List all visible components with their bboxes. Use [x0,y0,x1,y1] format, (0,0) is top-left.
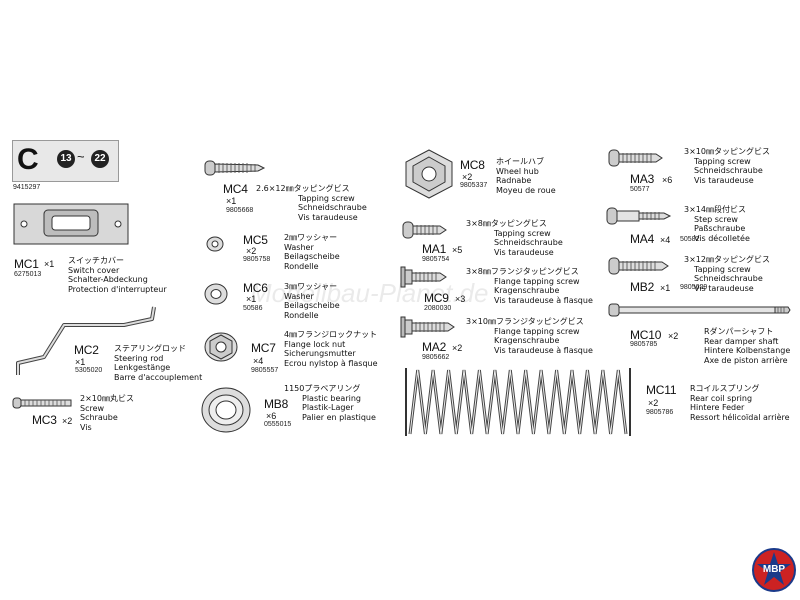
part-qty-ma3: ×6 [662,175,673,185]
step-from-badge: 13 [57,150,75,168]
step-to-badge: 22 [91,150,109,168]
logo-text: MBP [762,564,786,575]
screw-ma3-drawing [608,149,663,167]
wheel-hub-mc8-drawing [405,149,453,199]
part-number-mc11: 9805786 [646,409,674,416]
part-qty-mc9: ×3 [455,294,466,304]
part-number-mc9: 2080030 [424,305,452,312]
part-code-mc4: MC4 [223,182,248,196]
part-number-ma4: 50582 [680,236,700,243]
bag-code: 9415297 [13,184,41,191]
part-code-ma4: MA4 [630,232,655,246]
part-qty-mb8: ×6 [266,411,277,421]
washer-mc6-drawing [204,283,228,305]
part-number-mc4: 9805668 [226,207,254,214]
step-header: C 13 ~ 22 [12,140,119,182]
part-number-mc1: 6275013 [14,271,42,278]
washer-mc5-drawing [206,236,224,252]
flange-screw-ma2-drawing [400,316,455,338]
part-code-mc3: MC3 [32,413,57,427]
part-code-ma3: MA3 [630,172,655,186]
part-number-mb2: 9805629 [680,284,708,291]
part-qty-mc8: ×2 [462,172,473,182]
part-code-mc2: MC2 [74,343,99,357]
part-qty-mb2: ×1 [660,283,671,293]
part-number-ma2: 9805662 [422,354,450,361]
part-number-ma3: 50577 [630,186,650,193]
steering-rod-drawing [16,306,156,375]
part-qty-mc4: ×1 [226,196,237,206]
part-qty-mc11: ×2 [648,398,659,408]
mbp-logo [752,548,796,592]
step-range-tilde: ~ [77,149,85,164]
part-qty-mc5: ×2 [246,246,257,256]
part-code-mb8: MB8 [264,397,289,411]
flange-nut-mc7-drawing [204,332,238,362]
part-number-mc10: 9805785 [630,341,658,348]
coil-spring-mc11-drawing [405,368,631,436]
part-number-mb8: 0555015 [264,421,292,428]
watermark: Modellbau-Planet.de [250,278,489,308]
part-number-mc8: 9805337 [460,182,488,189]
screw-mc4-drawing [204,160,266,176]
part-qty-ma4: ×4 [660,235,671,245]
part-code-mc6: MC6 [243,281,268,295]
part-code-mc7: MC7 [251,341,276,355]
part-number-ma1: 9805754 [422,256,450,263]
section-letter: C [17,143,39,176]
screw-ma1-drawing [402,221,447,239]
part-code-mc5: MC5 [243,233,268,247]
part-number-mc5: 9805758 [243,256,271,263]
part-qty-mc10: ×2 [668,331,679,341]
part-qty-mc2: ×1 [75,357,86,367]
part-qty-mc1: ×1 [44,259,55,269]
part-code-mc11: MC11 [646,383,677,397]
flange-screw-mc9-drawing [400,266,447,288]
switch-cover-drawing [13,203,129,245]
part-code-mb2: MB2 [630,280,655,294]
part-qty-mc6: ×1 [246,294,257,304]
part-code-mc9: MC9 [424,291,449,305]
part-qty-ma2: ×2 [452,343,463,353]
part-qty-mc3: ×2 [62,416,73,426]
screw-mb2-drawing [608,257,669,275]
bearing-mb8-drawing [201,387,251,433]
damper-shaft-mc10-drawing [608,303,791,317]
part-code-mc10: MC10 [630,328,662,342]
part-code-mc1: MC1 [14,257,39,271]
part-qty-mc7: ×4 [253,356,264,366]
screw-mc3-drawing [12,397,72,409]
part-number-mc6: 50586 [243,305,263,312]
part-code-ma1: MA1 [422,242,447,256]
part-number-mc2: 5305020 [75,367,103,374]
part-code-ma2: MA2 [422,340,447,354]
part-code-mc8: MC8 [460,158,485,172]
step-screw-ma4-drawing [606,207,672,225]
part-qty-ma1: ×5 [452,245,463,255]
part-number-mc7: 9805557 [251,367,279,374]
